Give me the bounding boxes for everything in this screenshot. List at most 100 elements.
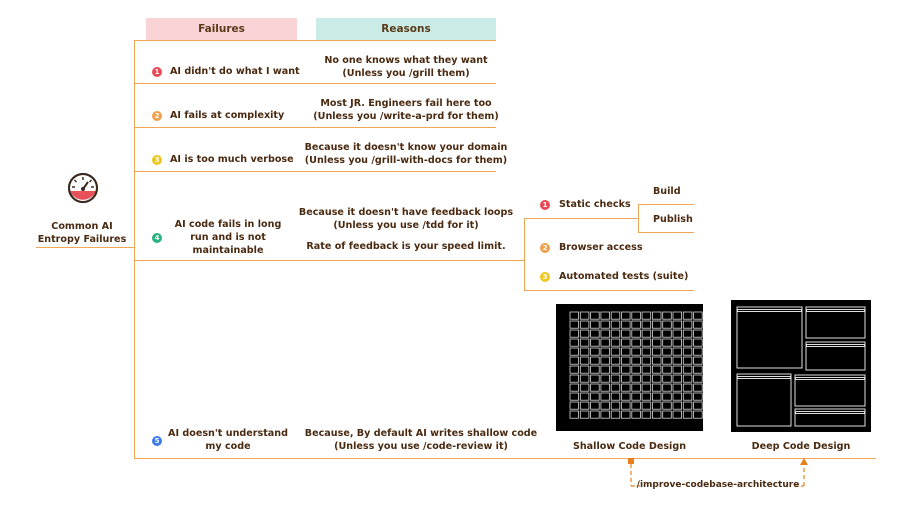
shallow-module-box xyxy=(682,311,693,320)
shallow-module-box xyxy=(600,410,610,419)
shallow-module-box xyxy=(662,410,672,419)
number-badge-2: 2 xyxy=(152,111,162,121)
shallow-module-box xyxy=(631,374,641,383)
shallow-module-box xyxy=(590,401,600,410)
shallow-module-box xyxy=(621,356,631,365)
shallow-code-design-label: Shallow Code Design xyxy=(572,441,687,452)
static-checks-branch xyxy=(638,204,639,232)
publish-line xyxy=(638,232,694,233)
shallow-module-box xyxy=(590,383,600,392)
shallow-module-box xyxy=(652,410,662,419)
shallow-module-box xyxy=(579,347,590,356)
reason-text-2: Most JR. Engineers fail here too(Unless … xyxy=(313,98,499,122)
shallow-module-box xyxy=(569,347,580,356)
shallow-module-box xyxy=(569,410,580,419)
shallow-module-box xyxy=(569,356,580,365)
shallow-module-box xyxy=(590,311,600,320)
shallow-module-box xyxy=(652,320,662,329)
shallow-module-box xyxy=(600,329,610,338)
shallow-module-box xyxy=(610,320,621,329)
shallow-module-box xyxy=(641,401,652,410)
shallow-module-box xyxy=(621,383,631,392)
shallow-module-box xyxy=(662,383,672,392)
shallow-module-box xyxy=(641,383,652,392)
reason-text-3: Because it doesn't know your domain(Unle… xyxy=(304,142,508,166)
shallow-module-box xyxy=(610,392,621,401)
shallow-module-box xyxy=(600,365,610,374)
shallow-module-box xyxy=(672,356,683,365)
shallow-module-box xyxy=(682,401,693,410)
shallow-module-box xyxy=(610,356,621,365)
shallow-module-box xyxy=(652,311,662,320)
shallow-module-box xyxy=(662,329,672,338)
row-line-3 xyxy=(134,171,496,172)
shallow-module-box xyxy=(662,311,672,320)
shallow-module-box xyxy=(682,320,693,329)
shallow-module-box xyxy=(631,392,641,401)
shallow-module-box xyxy=(693,365,703,374)
reason-text-5: Because, By default AI writes shallow co… xyxy=(304,428,538,452)
failure-text-1: AI didn't do what I want xyxy=(170,66,300,77)
shallow-module-box xyxy=(621,410,631,419)
shallow-module-box xyxy=(641,392,652,401)
shallow-module-box xyxy=(662,320,672,329)
failure-text-3: AI is too much verbose xyxy=(170,154,294,165)
shallow-module-box xyxy=(590,320,600,329)
feedback-child-publish: Publish xyxy=(653,214,693,225)
shallow-module-box xyxy=(641,410,652,419)
number-badge-4: 4 xyxy=(152,233,162,243)
shallow-module-box xyxy=(590,410,600,419)
shallow-module-box xyxy=(672,311,683,320)
shallow-module-box xyxy=(631,383,641,392)
shallow-module-box xyxy=(569,392,580,401)
feedback-line-1 xyxy=(524,218,638,219)
shallow-module-box xyxy=(652,374,662,383)
shallow-module-box xyxy=(579,329,590,338)
shallow-module-box xyxy=(693,383,703,392)
shallow-module-box xyxy=(600,338,610,347)
shallow-module-box xyxy=(579,392,590,401)
failure-text-2: AI fails at complexity xyxy=(170,110,285,121)
feedback-badge-3: 3 xyxy=(540,272,550,282)
shallow-module-box xyxy=(672,338,683,347)
feedback-item-static-checks: Static checks xyxy=(559,199,631,210)
shallow-module-box xyxy=(569,338,580,347)
shallow-module-box xyxy=(621,311,631,320)
shallow-module-box xyxy=(590,356,600,365)
feedback-child-build: Build xyxy=(653,186,681,197)
shallow-module-box xyxy=(641,356,652,365)
shallow-module-box xyxy=(621,392,631,401)
shallow-module-box xyxy=(569,383,580,392)
shallow-module-box xyxy=(672,410,683,419)
feedback-trunk xyxy=(524,218,525,290)
shallow-module-box xyxy=(682,410,693,419)
shallow-module-box xyxy=(672,392,683,401)
shallow-module-box xyxy=(600,401,610,410)
shallow-module-box xyxy=(662,392,672,401)
shallow-module-box xyxy=(579,410,590,419)
shallow-module-box xyxy=(621,374,631,383)
shallow-module-box xyxy=(662,356,672,365)
shallow-module-box xyxy=(641,329,652,338)
shallow-module-box xyxy=(682,374,693,383)
shallow-module-box xyxy=(631,347,641,356)
feedback-badge-1: 1 xyxy=(540,200,550,210)
shallow-module-box xyxy=(682,338,693,347)
shallow-module-box xyxy=(672,365,683,374)
shallow-module-box xyxy=(662,365,672,374)
shallow-module-box xyxy=(610,338,621,347)
shallow-module-box xyxy=(652,392,662,401)
shallow-module-box xyxy=(662,374,672,383)
row-line-5 xyxy=(134,458,876,459)
shallow-module-box xyxy=(682,329,693,338)
shallow-module-box xyxy=(600,383,610,392)
shallow-module-box xyxy=(621,329,631,338)
transform-label: /improve-codebase-architecture xyxy=(636,480,800,490)
shallow-module-box xyxy=(682,347,693,356)
build-line xyxy=(638,204,694,205)
feedback-line-3 xyxy=(524,290,694,291)
shallow-module-box xyxy=(693,311,703,320)
shallow-module-box xyxy=(693,392,703,401)
failures-header: Failures xyxy=(146,18,297,40)
shallow-module-box xyxy=(652,383,662,392)
